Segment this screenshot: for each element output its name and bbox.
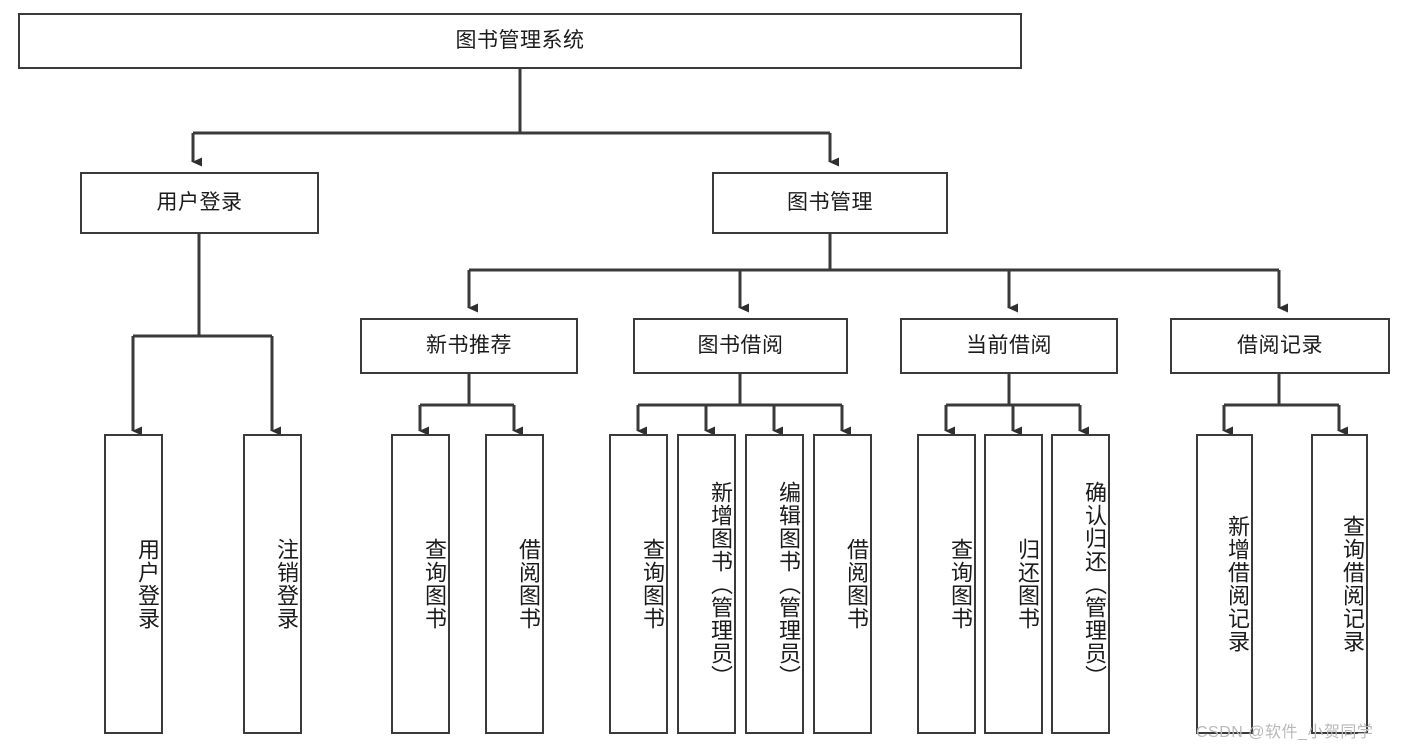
node-book-management[interactable]: 图书管理 [712, 172, 948, 234]
node-label: 借阅图书 [844, 538, 869, 630]
node-current-borrowing[interactable]: 当前借阅 [900, 318, 1118, 374]
leaf-record-add-borrow-record[interactable]: 新增借阅记录 [1196, 434, 1253, 734]
node-label: 确认归还（管理员） [1082, 480, 1107, 688]
node-label: 新增借阅记录 [1225, 515, 1250, 653]
node-label: 注销登录 [274, 538, 299, 630]
leaf-borrow-query-book[interactable]: 查询图书 [609, 434, 668, 734]
node-label: 查询借阅记录 [1340, 515, 1365, 653]
leaf-borrow-add-book-admin[interactable]: 新增图书（管理员） [677, 434, 736, 734]
node-label: 用户登录 [135, 538, 160, 630]
leaf-recommend-query-book[interactable]: 查询图书 [391, 434, 450, 734]
node-label: 归还图书 [1015, 538, 1040, 630]
node-label: 当前借阅 [966, 333, 1052, 357]
node-label: 查询图书 [640, 538, 665, 630]
node-label: 新书推荐 [426, 333, 512, 357]
node-root-library-management-system[interactable]: 图书管理系统 [18, 13, 1022, 69]
node-label: 新增图书（管理员） [708, 480, 733, 688]
leaf-recommend-borrow-book[interactable]: 借阅图书 [485, 434, 544, 734]
leaf-user-login-login[interactable]: 用户登录 [104, 434, 163, 734]
leaf-user-login-logout[interactable]: 注销登录 [243, 434, 302, 734]
leaf-current-query-book[interactable]: 查询图书 [917, 434, 976, 734]
leaf-record-query-borrow-record[interactable]: 查询借阅记录 [1311, 434, 1368, 734]
leaf-current-return-book[interactable]: 归还图书 [984, 434, 1043, 734]
node-label: 查询图书 [422, 538, 447, 630]
csdn-watermark: CSDN @软件_小贺同学 [1196, 724, 1374, 741]
node-borrowing-record[interactable]: 借阅记录 [1170, 318, 1390, 374]
node-label: 借阅图书 [516, 538, 541, 630]
node-label: 查询图书 [948, 538, 973, 630]
leaf-borrow-edit-book-admin[interactable]: 编辑图书（管理员） [745, 434, 804, 734]
node-label: 用户登录 [156, 190, 243, 214]
node-label: 图书借阅 [697, 333, 784, 357]
leaf-borrow-borrow-book[interactable]: 借阅图书 [813, 434, 872, 734]
node-label: 编辑图书（管理员） [776, 480, 801, 688]
leaf-current-confirm-return-admin[interactable]: 确认归还（管理员） [1051, 434, 1110, 734]
node-book-borrowing[interactable]: 图书借阅 [633, 318, 848, 374]
node-label: 图书管理 [787, 190, 873, 214]
node-user-login[interactable]: 用户登录 [80, 172, 319, 234]
node-new-book-recommendation[interactable]: 新书推荐 [360, 318, 578, 374]
node-label: 借阅记录 [1237, 333, 1323, 357]
node-label: 图书管理系统 [455, 28, 585, 52]
